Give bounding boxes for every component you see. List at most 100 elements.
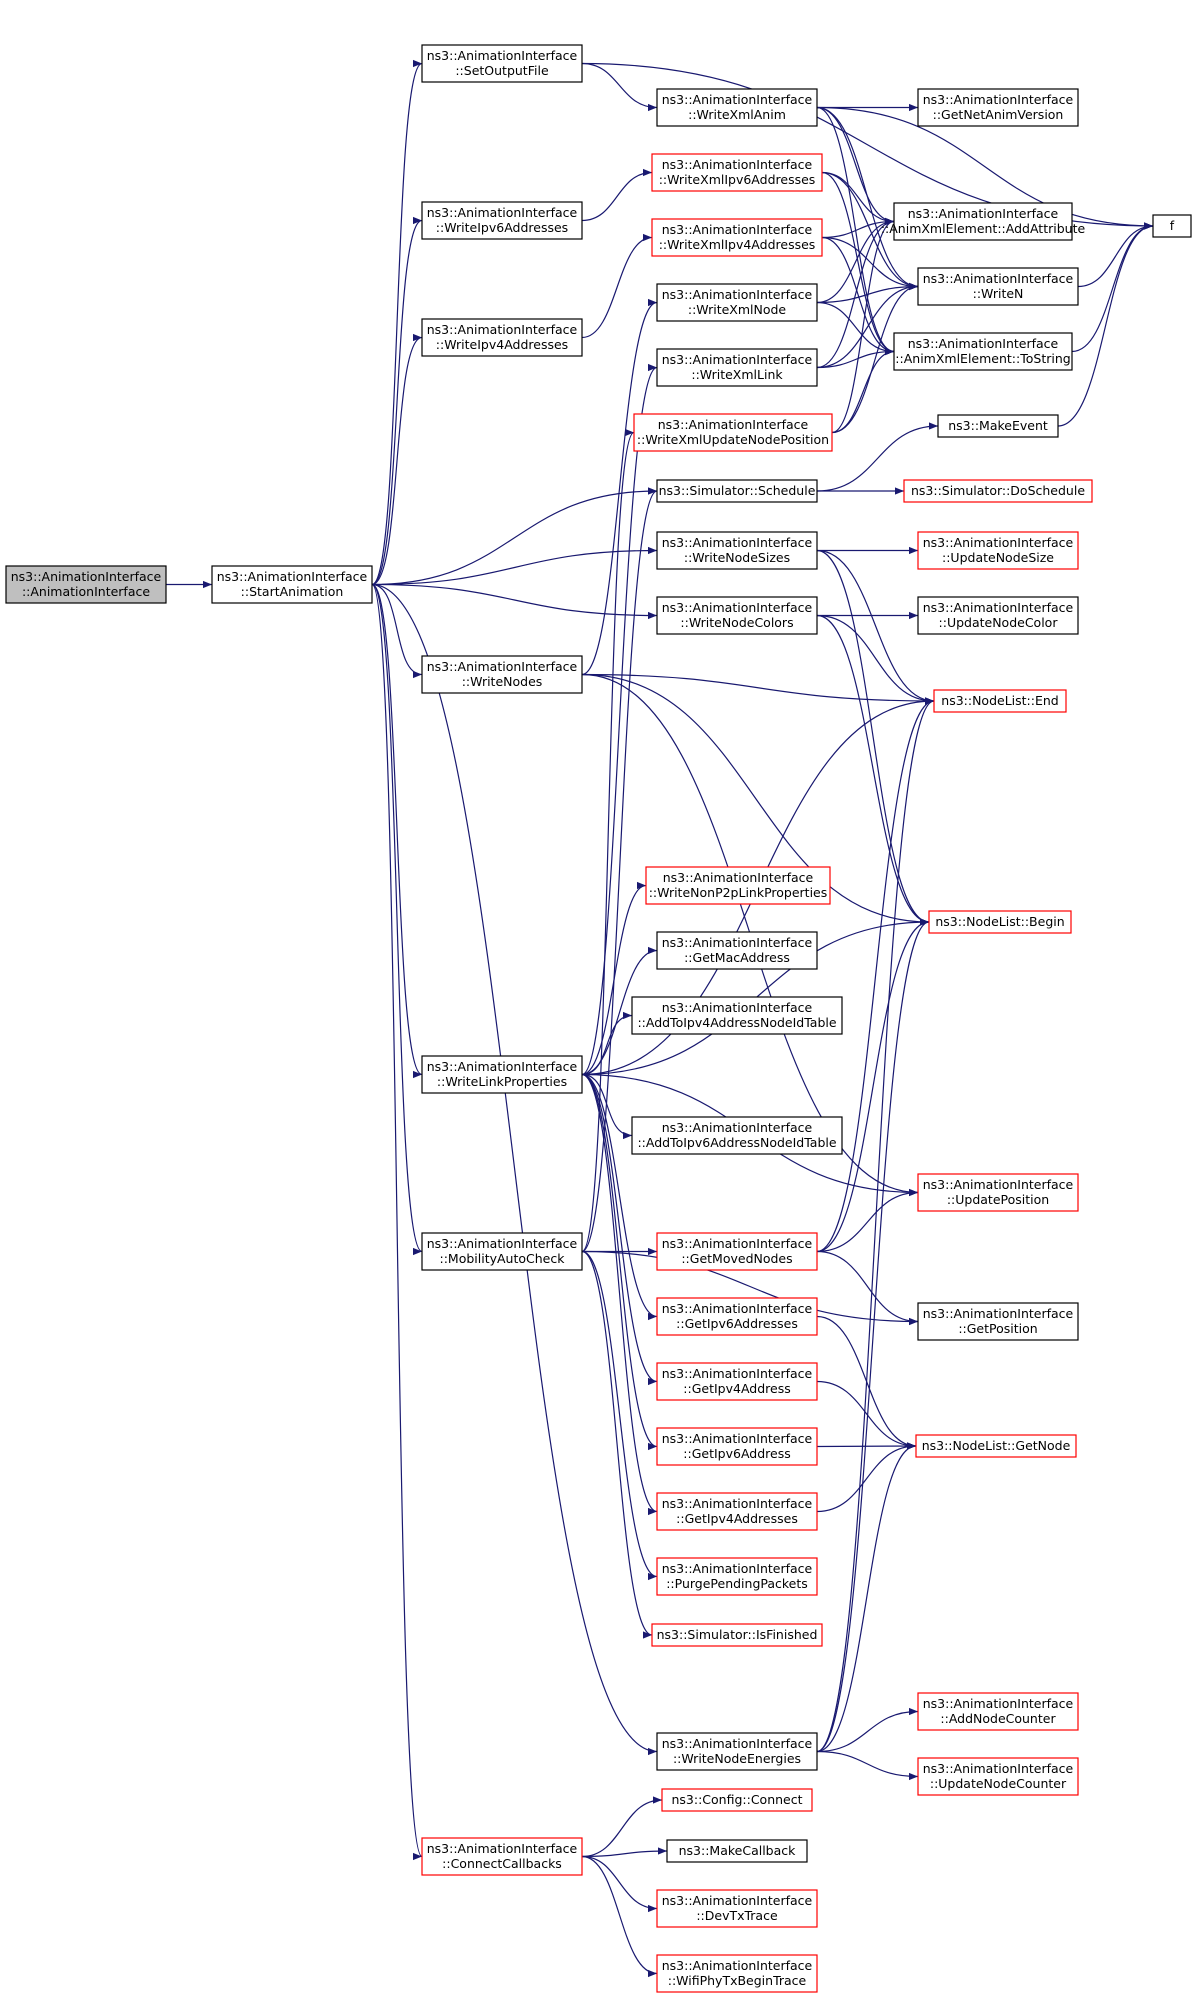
- node-wxmllink[interactable]: ns3::AnimationInterface::WriteXmlLink: [656, 348, 818, 387]
- node-start[interactable]: ns3::AnimationInterface::StartAnimation: [211, 565, 373, 604]
- edge-arrow: [1071, 222, 1154, 353]
- node-doschedule[interactable]: ns3::Simulator::DoSchedule: [903, 479, 1093, 503]
- node-box: [631, 996, 843, 1035]
- node-getipv6addr[interactable]: ns3::AnimationInterface::GetIpv6Address: [656, 1427, 818, 1466]
- node-cfgconnect[interactable]: ns3::Config::Connect: [661, 1788, 813, 1812]
- node-wifiphy[interactable]: ns3::AnimationInterface::WifiPhyTxBeginT…: [656, 1954, 818, 1993]
- edge-wxmlipv6-to-writen: [821, 171, 919, 291]
- node-label-line: ::UpdatePosition: [947, 1192, 1049, 1207]
- node-box: [421, 44, 583, 83]
- node-addipv4tbl[interactable]: ns3::AnimationInterface::AddToIpv4Addres…: [631, 996, 843, 1035]
- edge-wlinkprops-to-addipv6tbl: [581, 1073, 633, 1140]
- node-label-line: ns3::AnimationInterface: [427, 659, 578, 674]
- node-getipv4addrs[interactable]: ns3::AnimationInterface::GetIpv4Addresse…: [656, 1492, 818, 1531]
- node-wxmlanim[interactable]: ns3::AnimationInterface::WriteXmlAnim: [656, 88, 818, 127]
- edge-wnodeenergies-to-nlgetnode: [816, 1442, 917, 1753]
- node-addattr[interactable]: ns3::AnimationInterface::AnimXmlElement:…: [881, 202, 1086, 241]
- edge-arrow: [581, 1847, 668, 1858]
- node-label-line: ns3::AnimationInterface: [427, 1059, 578, 1074]
- edge-arrow: [581, 62, 658, 112]
- node-label-line: ns3::AnimationInterface: [662, 1301, 813, 1316]
- node-box: [656, 1232, 818, 1271]
- edge-wlinkprops-to-wxmllink: [581, 364, 658, 1076]
- edge-wxmllink-to-tostring: [816, 347, 895, 369]
- node-box: [631, 1116, 843, 1155]
- node-label-line: ::SetOutputFile: [455, 63, 549, 78]
- node-wnodecolors[interactable]: ns3::AnimationInterface::WriteNodeColors: [656, 596, 818, 635]
- edge-arrow: [581, 1073, 633, 1140]
- node-addipv6tbl[interactable]: ns3::AnimationInterface::AddToIpv6Addres…: [631, 1116, 843, 1155]
- edge-arrow: [816, 347, 895, 369]
- node-nlbegin[interactable]: ns3::NodeList::Begin: [928, 910, 1072, 934]
- node-makecallback[interactable]: ns3::MakeCallback: [666, 1839, 808, 1863]
- node-wnodesizes[interactable]: ns3::AnimationInterface::WriteNodeSizes: [656, 531, 818, 570]
- node-devtx[interactable]: ns3::AnimationInterface::DevTxTrace: [656, 1889, 818, 1928]
- node-nlgetnode[interactable]: ns3::NodeList::GetNode: [915, 1434, 1077, 1458]
- node-layer: ns3::AnimationInterface::AnimationInterf…: [5, 44, 1192, 1993]
- node-box: [633, 413, 833, 452]
- edge-makeevent-to-f: [1057, 222, 1154, 427]
- node-label-line: ns3::AnimationInterface: [662, 222, 813, 237]
- node-getipv4addr[interactable]: ns3::AnimationInterface::GetIpv4Address: [656, 1362, 818, 1401]
- node-wlinkprops[interactable]: ns3::AnimationInterface::WriteLinkProper…: [421, 1055, 583, 1094]
- node-label-line: ns3::AnimationInterface: [923, 1696, 1074, 1711]
- node-box: [661, 1788, 813, 1812]
- edge-arrow: [581, 1073, 658, 1451]
- edge-wnodes-to-wxmlnode: [581, 298, 658, 676]
- node-label-line: ::WifiPhyTxBeginTrace: [668, 1973, 807, 1988]
- node-purge[interactable]: ns3::AnimationInterface::PurgePendingPac…: [656, 1557, 818, 1596]
- node-setoutput[interactable]: ns3::AnimationInterface::SetOutputFile: [421, 44, 583, 83]
- node-wxmlipv4[interactable]: ns3::AnimationInterface::WriteXmlIpv4Add…: [651, 218, 823, 257]
- node-getmoved[interactable]: ns3::AnimationInterface::GetMovedNodes: [656, 1232, 818, 1271]
- node-box: [656, 931, 818, 970]
- node-root[interactable]: ns3::AnimationInterface::AnimationInterf…: [5, 565, 167, 604]
- node-makeevent[interactable]: ns3::MakeEvent: [937, 414, 1059, 438]
- node-box: [656, 1557, 818, 1596]
- node-wnodeenergies[interactable]: ns3::AnimationInterface::WriteNodeEnergi…: [656, 1732, 818, 1771]
- node-label-line: ns3::AnimationInterface: [662, 1893, 813, 1908]
- node-schedule[interactable]: ns3::Simulator::Schedule: [656, 479, 818, 503]
- node-label-line: ns3::AnimationInterface: [923, 535, 1074, 550]
- node-label-line: ::WriteIpv4Addresses: [436, 337, 568, 352]
- node-label-line: ::UpdateNodeColor: [939, 615, 1059, 630]
- node-box: [421, 1232, 583, 1271]
- edge-wxmlipv4-to-addattr: [821, 217, 895, 239]
- node-mobility[interactable]: ns3::AnimationInterface::MobilityAutoChe…: [421, 1232, 583, 1271]
- node-wipv4addr[interactable]: ns3::AnimationInterface::WriteIpv4Addres…: [421, 318, 583, 357]
- node-wxmlupd[interactable]: ns3::AnimationInterface::WriteXmlUpdateN…: [633, 413, 833, 452]
- node-wipv6addr[interactable]: ns3::AnimationInterface::WriteIpv6Addres…: [421, 201, 583, 240]
- node-getipv6addrs[interactable]: ns3::AnimationInterface::GetIpv6Addresse…: [656, 1297, 818, 1336]
- node-isfinished[interactable]: ns3::Simulator::IsFinished: [651, 1623, 823, 1647]
- node-updnodesize[interactable]: ns3::AnimationInterface::UpdateNodeSize: [917, 531, 1079, 570]
- node-wnodes[interactable]: ns3::AnimationInterface::WriteNodes: [421, 655, 583, 694]
- node-wxmlnode[interactable]: ns3::AnimationInterface::WriteXmlNode: [656, 283, 818, 322]
- edge-wnodecolors-to-nlbegin: [816, 614, 930, 926]
- node-getnetanim[interactable]: ns3::AnimationInterface::GetNetAnimVersi…: [917, 88, 1079, 127]
- edge-start-to-wipv4addr: [371, 333, 423, 586]
- node-wnonp2p[interactable]: ns3::AnimationInterface::WriteNonP2pLink…: [645, 866, 831, 905]
- node-box: [666, 1839, 808, 1863]
- edge-arrow: [371, 333, 423, 586]
- node-writen[interactable]: ns3::AnimationInterface::WriteN: [917, 267, 1079, 306]
- node-tostring[interactable]: ns3::AnimationInterface::AnimXmlElement:…: [893, 332, 1073, 371]
- edge-start-to-wipv6addr: [371, 217, 423, 586]
- node-updpos[interactable]: ns3::AnimationInterface::UpdatePosition: [917, 1173, 1079, 1212]
- edge-arrow: [816, 697, 935, 1753]
- node-updnodecounter[interactable]: ns3::AnimationInterface::UpdateNodeCount…: [917, 1757, 1079, 1796]
- edge-connectcb-to-wifiphy: [581, 1855, 658, 1978]
- edge-getipv4addrs-to-nlgetnode: [816, 1442, 917, 1513]
- node-connectcb[interactable]: ns3::AnimationInterface::ConnectCallback…: [421, 1837, 583, 1876]
- node-label-line: ns3::AnimationInterface: [662, 1000, 813, 1015]
- node-getmac[interactable]: ns3::AnimationInterface::GetMacAddress: [656, 931, 818, 970]
- node-getpos[interactable]: ns3::AnimationInterface::GetPosition: [917, 1302, 1079, 1341]
- node-f[interactable]: f: [1152, 214, 1192, 238]
- node-updnodecolor[interactable]: ns3::AnimationInterface::UpdateNodeColor: [917, 596, 1079, 635]
- node-nlend[interactable]: ns3::NodeList::End: [933, 689, 1067, 713]
- node-box: [656, 348, 818, 387]
- edge-arrow: [371, 583, 423, 679]
- node-label-line: ::PurgePendingPackets: [666, 1576, 808, 1591]
- edge-arrow: [821, 217, 895, 239]
- node-wxmlipv6[interactable]: ns3::AnimationInterface::WriteXmlIpv6Add…: [651, 153, 823, 192]
- node-addnodecounter[interactable]: ns3::AnimationInterface::AddNodeCounter: [917, 1692, 1079, 1731]
- node-box: [928, 910, 1072, 934]
